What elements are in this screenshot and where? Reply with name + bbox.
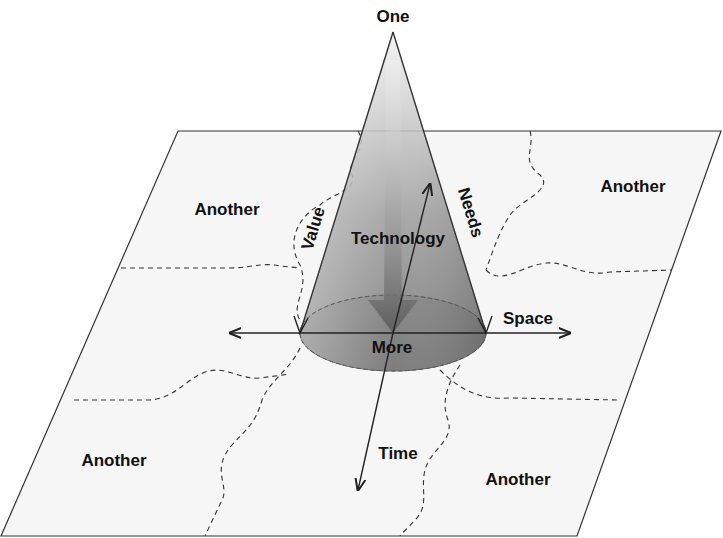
diagram-label: Another — [600, 178, 665, 195]
cone-shade — [300, 32, 486, 371]
downward-arrow — [368, 60, 418, 333]
needs-head — [478, 316, 492, 333]
diagram-label: Technology — [351, 230, 445, 247]
space-axis — [230, 332, 570, 333]
cone-edge — [300, 32, 486, 333]
cone — [300, 32, 486, 371]
time-axis — [358, 333, 393, 490]
diagram-label: Time — [378, 445, 417, 462]
diagram-label: Another — [81, 452, 146, 469]
technology-axis — [393, 184, 430, 333]
diagram-label: Space — [503, 310, 553, 327]
diagram-label: Another — [194, 201, 259, 218]
diagram-label: Another — [485, 471, 550, 488]
diagram-label: One — [376, 8, 409, 25]
value-head — [294, 316, 308, 333]
diagram-label: More — [372, 339, 413, 356]
